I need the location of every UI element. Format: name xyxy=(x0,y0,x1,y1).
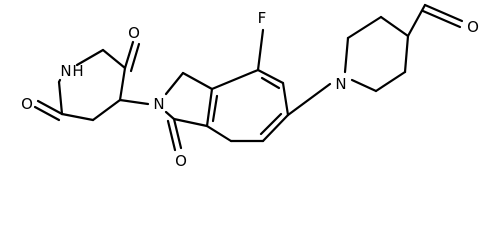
imide-nitrogen-label: N xyxy=(60,62,71,80)
bond xyxy=(75,48,105,67)
carbonyl-oxygen-top-label: O xyxy=(128,24,140,42)
aromatic-bond xyxy=(260,76,281,90)
bond xyxy=(350,78,378,93)
bond xyxy=(164,110,176,121)
bond xyxy=(346,15,383,40)
isoindolinone-nitrogen-label: N xyxy=(153,95,164,113)
imide-hydrogen-label: H xyxy=(72,62,83,80)
carbonyl-oxygen-left-label: O xyxy=(21,95,33,113)
double-bond xyxy=(166,119,177,152)
bond xyxy=(118,98,150,106)
double-bond xyxy=(33,105,61,122)
bond xyxy=(261,113,290,143)
aldehyde-oxygen-label: O xyxy=(467,18,479,36)
bond xyxy=(403,34,410,74)
bond xyxy=(205,124,233,143)
bond xyxy=(286,82,332,117)
chemical-structure: N H O O N O F N O xyxy=(21,3,479,170)
bond xyxy=(205,87,214,128)
bond xyxy=(256,28,265,72)
bond xyxy=(281,81,290,117)
aromatic-bond xyxy=(259,112,283,136)
piperidine-ring xyxy=(343,3,464,93)
lactam-oxygen-label: O xyxy=(175,152,187,170)
bond xyxy=(91,98,122,122)
double-bond xyxy=(172,117,183,150)
double-bond xyxy=(36,99,64,116)
bond xyxy=(118,66,127,102)
fluorine-label: F xyxy=(258,9,267,27)
bond xyxy=(60,112,95,122)
bond xyxy=(181,71,214,91)
bond xyxy=(379,15,410,38)
double-bond xyxy=(423,3,464,23)
double-bond xyxy=(129,42,141,73)
glutarimide-ring xyxy=(33,40,141,122)
bond xyxy=(210,68,260,91)
bond xyxy=(343,36,350,74)
bond xyxy=(101,48,127,70)
double-bond xyxy=(123,40,135,70)
aromatic-bond xyxy=(211,94,219,123)
piperidine-nitrogen-label: N xyxy=(335,75,346,93)
bond xyxy=(406,3,427,38)
double-bond xyxy=(421,9,462,29)
bond xyxy=(374,70,407,93)
bond xyxy=(57,80,64,116)
bond xyxy=(256,68,285,85)
bond xyxy=(172,117,209,128)
isoindolinone-core xyxy=(164,28,290,152)
bond xyxy=(164,71,185,96)
bond xyxy=(57,78,62,84)
